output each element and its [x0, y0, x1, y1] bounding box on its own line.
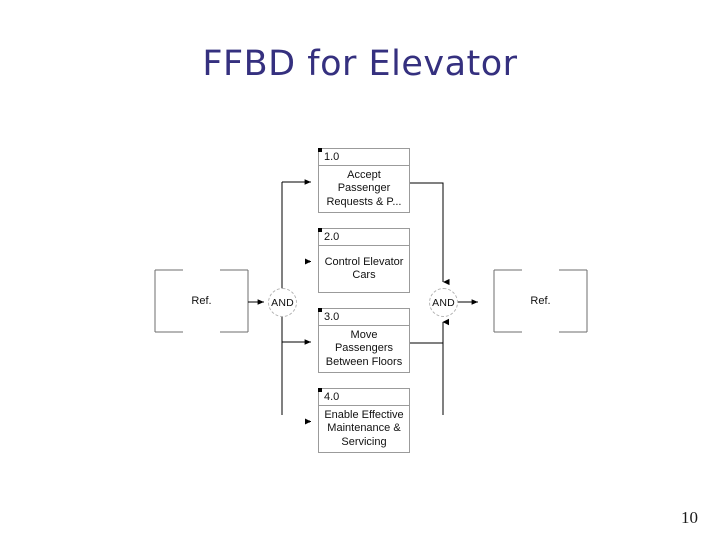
function-block-1-text: Accept Passenger Requests & P... [319, 166, 409, 212]
and-gate-right[interactable]: AND [429, 288, 458, 317]
function-block-1-line-1: Accept [347, 168, 381, 181]
page-title: FFBD for Elevator [202, 44, 518, 84]
function-block-4[interactable]: 4.0 Enable Effective Maintenance & Servi… [318, 388, 410, 453]
function-block-3-line-3: Between Floors [325, 355, 403, 368]
function-block-3-text: Move Passengers Between Floors [319, 326, 409, 372]
function-block-2[interactable]: 2.0 Control Elevator Cars [318, 228, 410, 293]
selection-handle-icon [318, 228, 322, 232]
reference-block-right[interactable]: Ref. [494, 270, 587, 332]
function-block-1-line-3: Requests & P... [326, 195, 402, 208]
function-block-2-line-1: Control Elevator [324, 255, 404, 268]
function-block-4-id: 4.0 [319, 389, 409, 406]
and-gate-left[interactable]: AND [268, 288, 297, 317]
function-block-3-id: 3.0 [319, 309, 409, 326]
selection-handle-icon [318, 308, 322, 312]
function-block-3-line-1: Move [350, 328, 378, 341]
function-block-4-text: Enable Effective Maintenance & Servicing [319, 406, 409, 452]
function-block-2-text: Control Elevator Cars [319, 246, 409, 292]
page-number: 10 [681, 508, 698, 527]
function-block-1-line-2: Passenger [337, 182, 391, 195]
and-gate-right-label: AND [432, 296, 455, 309]
function-block-1-id: 1.0 [319, 149, 409, 166]
function-block-4-line-2: Maintenance & [327, 422, 401, 435]
function-block-4-line-1: Enable Effective [324, 408, 404, 421]
function-block-4-line-3: Servicing [341, 435, 387, 448]
function-block-2-line-2: Cars [352, 269, 376, 281]
and-gate-left-label: AND [271, 296, 294, 309]
function-block-1[interactable]: 1.0 Accept Passenger Requests & P... [318, 148, 410, 213]
function-block-3-line-2: Passengers [334, 342, 394, 355]
function-block-3[interactable]: 3.0 Move Passengers Between Floors [318, 308, 410, 373]
reference-right-label: Ref. [530, 295, 551, 307]
reference-block-left[interactable]: Ref. [155, 270, 248, 332]
reference-left-label: Ref. [191, 295, 212, 307]
selection-handle-icon [318, 148, 322, 152]
function-block-2-id: 2.0 [319, 229, 409, 246]
selection-handle-icon [318, 388, 322, 392]
